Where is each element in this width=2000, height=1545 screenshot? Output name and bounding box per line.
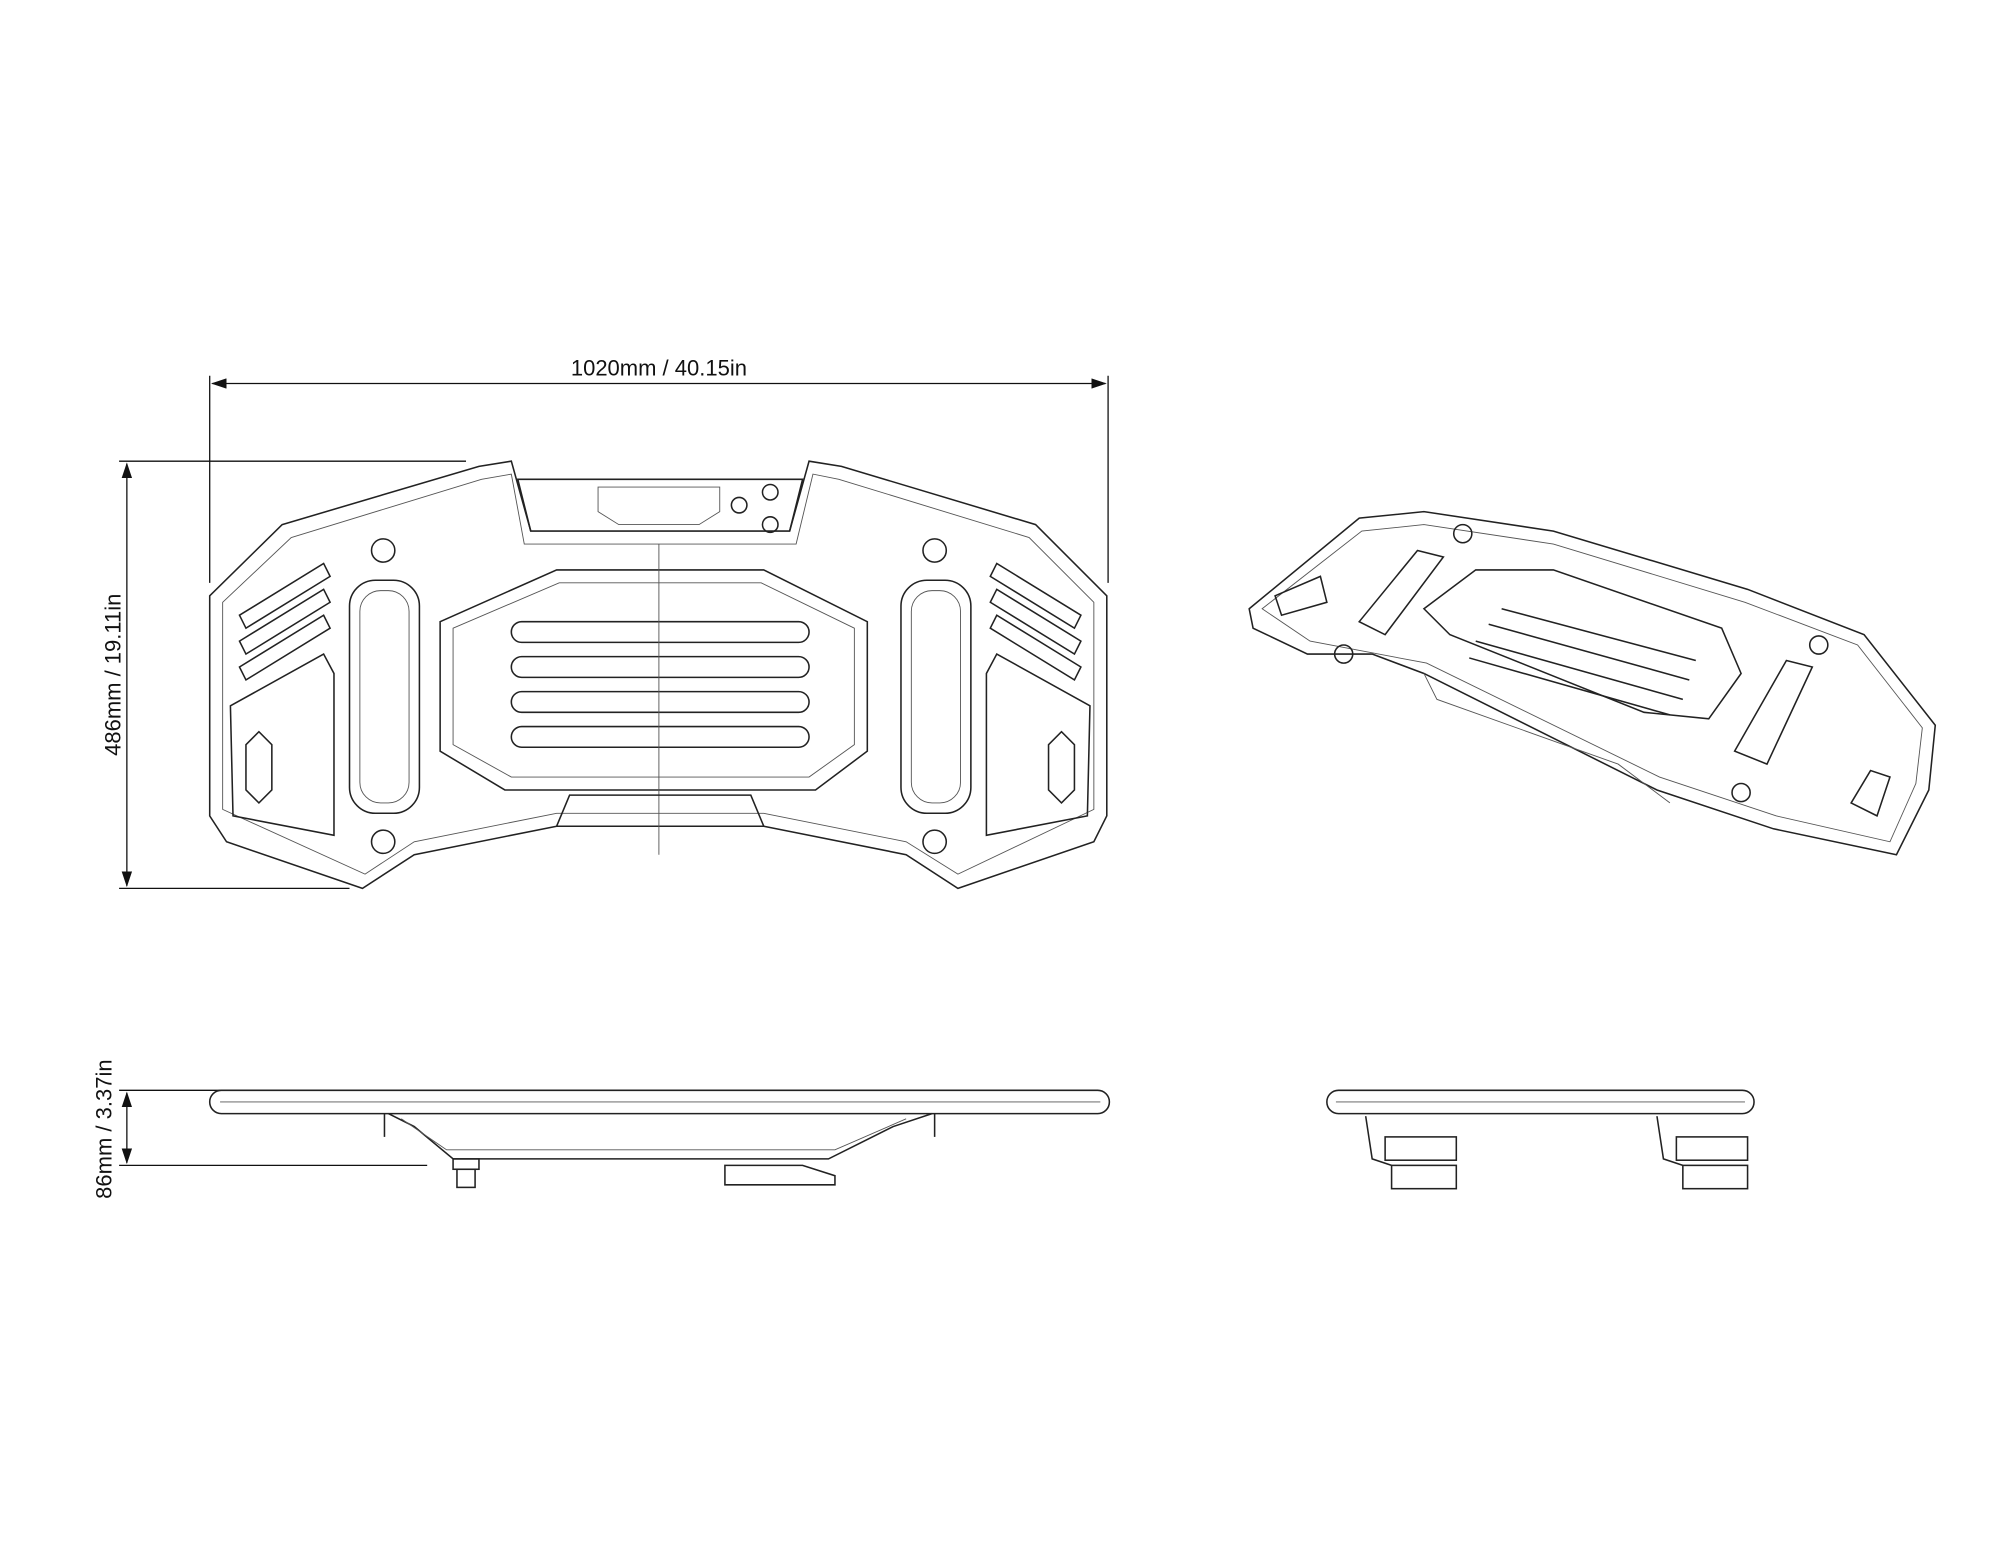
top-view xyxy=(208,460,1108,890)
depth-label: 486mm / 19.11in xyxy=(100,594,125,756)
front-view xyxy=(1326,1089,1755,1190)
isometric-view xyxy=(1248,510,1937,856)
height-label: 86mm / 3.37in xyxy=(91,1059,116,1198)
depth-dimension: 486mm / 19.11in xyxy=(100,460,467,890)
right-vents xyxy=(989,562,1082,682)
left-vents xyxy=(238,562,332,682)
height-dimension: 86mm / 3.37in xyxy=(91,1059,428,1199)
side-view xyxy=(208,1089,1111,1189)
tray-ribs xyxy=(510,620,810,749)
width-label: 1020mm / 40.15in xyxy=(571,356,747,381)
width-dimension: 1020mm / 40.15in xyxy=(209,356,1109,583)
